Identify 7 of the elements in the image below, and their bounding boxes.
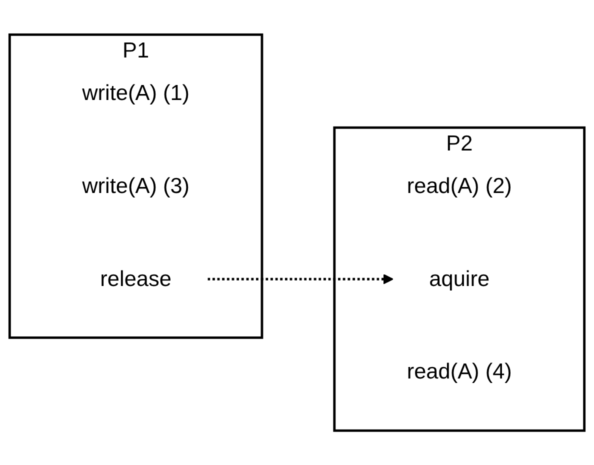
- arrow: [208, 274, 394, 284]
- node-text: write(A) (1): [82, 80, 190, 105]
- node-text: read(A) (4): [406, 359, 512, 384]
- node-text: read(A) (2): [406, 173, 512, 198]
- node-text: write(A) (3): [82, 173, 190, 198]
- node-text: aquire: [429, 266, 490, 290]
- node-text: release: [100, 266, 172, 290]
